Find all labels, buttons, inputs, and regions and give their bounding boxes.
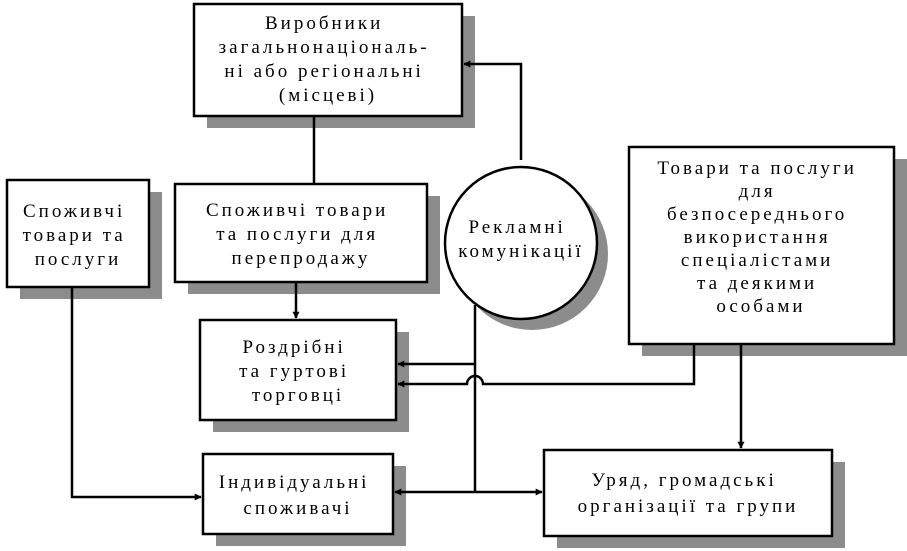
producers-label: Виробники загальнонаціональ- ні або регі… [219, 13, 438, 106]
resale-goods-box: Споживчі товари та послуги для перепрода… [173, 182, 440, 294]
specialist-goods-box: Товари та послуги для безпосереднього ви… [627, 145, 907, 356]
specialist-goods-label: Товари та послуги для безпосереднього ви… [657, 158, 864, 317]
individual-box: Індивідуальні споживачі [201, 452, 406, 546]
advertising-circle: Рекламні комунікації [443, 165, 608, 330]
consumer-goods-label: Споживчі товари та послуги [23, 201, 134, 270]
government-box: Уряд, громадські організації та групи [542, 448, 845, 548]
retail-box: Роздрібні та гуртові торговці [198, 318, 409, 432]
arrow-consumer-individual [70, 287, 202, 501]
advertising-label: Рекламні комунікації [458, 217, 583, 262]
producers-box: Виробники загальнонаціональ- ні або регі… [192, 2, 475, 128]
resale-goods-label: Споживчі товари та послуги для перепрода… [206, 200, 396, 269]
retail-label: Роздрібні та гуртові торговці [239, 337, 357, 406]
arrow-specialist-retail [397, 344, 696, 388]
arrow-advertising-producers [463, 60, 523, 160]
consumer-goods-box: Споживчі товари та послуги [5, 178, 162, 299]
government-label: Уряд, громадські організації та групи [578, 470, 799, 517]
individual-label: Індивідуальні споживачі [219, 472, 377, 519]
